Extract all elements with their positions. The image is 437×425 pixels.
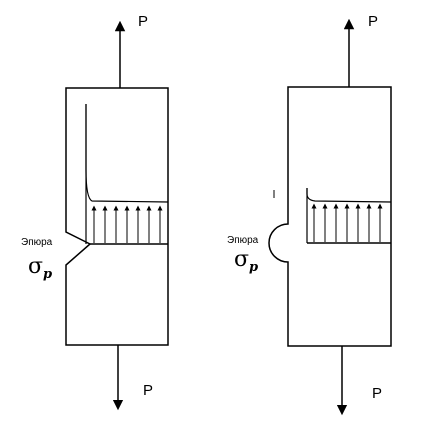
left-specimen-outline [65, 87, 169, 346]
left-specimen: P P Эпюра σp [21, 13, 169, 411]
left-sigma-symbol: σ [28, 254, 43, 279]
right-stress-curve [306, 188, 392, 203]
left-epure-label: Эпюра [21, 237, 53, 248]
right-stress-epure [306, 188, 392, 243]
right-sigma-subscript: p [249, 260, 258, 275]
left-stress-arrows [91, 205, 163, 243]
left-sigma-subscript: p [43, 267, 52, 282]
left-stress-epure [85, 104, 169, 244]
right-sigma-label: σp [234, 247, 258, 275]
left-sigma-label: σp [28, 254, 52, 282]
left-bottom-load-label: P [143, 382, 153, 399]
right-specimen-outline [268, 86, 392, 347]
right-epure-label: Эпюра [227, 235, 259, 246]
left-stress-curve [85, 104, 169, 203]
right-specimen: P P Эпюра σp [227, 13, 392, 416]
left-top-load-label: P [138, 13, 148, 30]
right-bottom-load-label: P [372, 385, 382, 402]
right-sigma-symbol: σ [234, 247, 249, 272]
right-top-load-label: P [368, 13, 378, 30]
right-stress-arrows [311, 203, 383, 242]
